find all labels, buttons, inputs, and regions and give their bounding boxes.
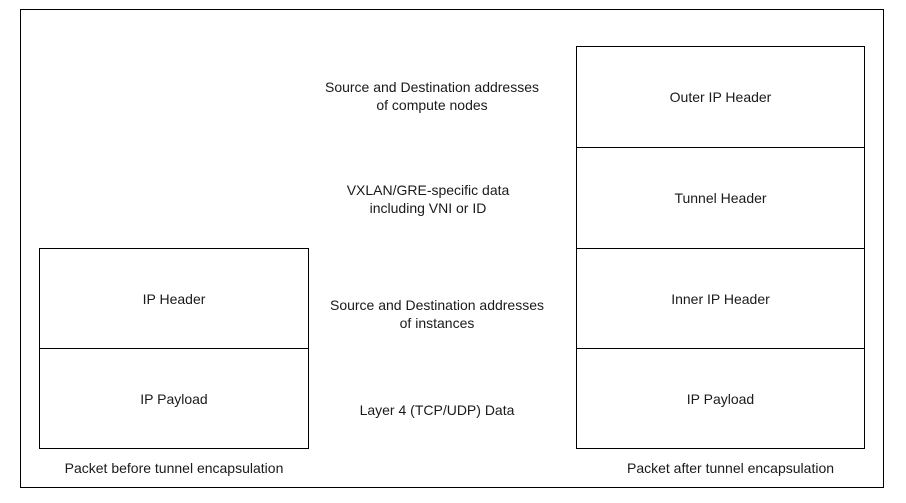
right-ip-payload-box: IP Payload (576, 348, 865, 449)
inner-ip-header-box: Inner IP Header (576, 248, 865, 349)
outer-ip-header-box: Outer IP Header (576, 46, 865, 148)
description-line: of compute nodes (376, 97, 488, 113)
description-line: VXLAN/GRE-specific data (346, 182, 510, 198)
left-ip-payload-box: IP Payload (39, 348, 309, 449)
left-stack-caption: Packet before tunnel encapsulation (64, 460, 284, 476)
inner-ip-header-label: Inner IP Header (671, 290, 770, 307)
description-layer4: Layer 4 (TCP/UDP) Data (307, 401, 567, 419)
description-compute-nodes: Source and Destination addresses of comp… (302, 78, 562, 114)
right-ip-payload-label: IP Payload (686, 390, 755, 407)
left-ip-payload-label: IP Payload (140, 390, 208, 407)
outer-ip-header-label: Outer IP Header (669, 89, 772, 105)
right-stack-caption: Packet after tunnel encapsulation (626, 460, 835, 476)
left-ip-header-label: IP Header (142, 290, 206, 307)
tunnel-header-box: Tunnel Header (576, 147, 865, 249)
description-tunnel-data: VXLAN/GRE-specific data including VNI or… (298, 181, 558, 217)
description-line: Source and Destination addresses (329, 297, 545, 313)
description-instances: Source and Destination addresses of inst… (307, 296, 567, 332)
description-line: including VNI or ID (369, 200, 487, 216)
description-line: Source and Destination addresses (324, 79, 540, 95)
description-line: Layer 4 (TCP/UDP) Data (359, 402, 515, 418)
description-line: of instances (399, 315, 475, 331)
left-ip-header-box: IP Header (39, 248, 309, 349)
tunnel-header-label: Tunnel Header (674, 190, 767, 206)
diagram-frame (20, 9, 884, 488)
